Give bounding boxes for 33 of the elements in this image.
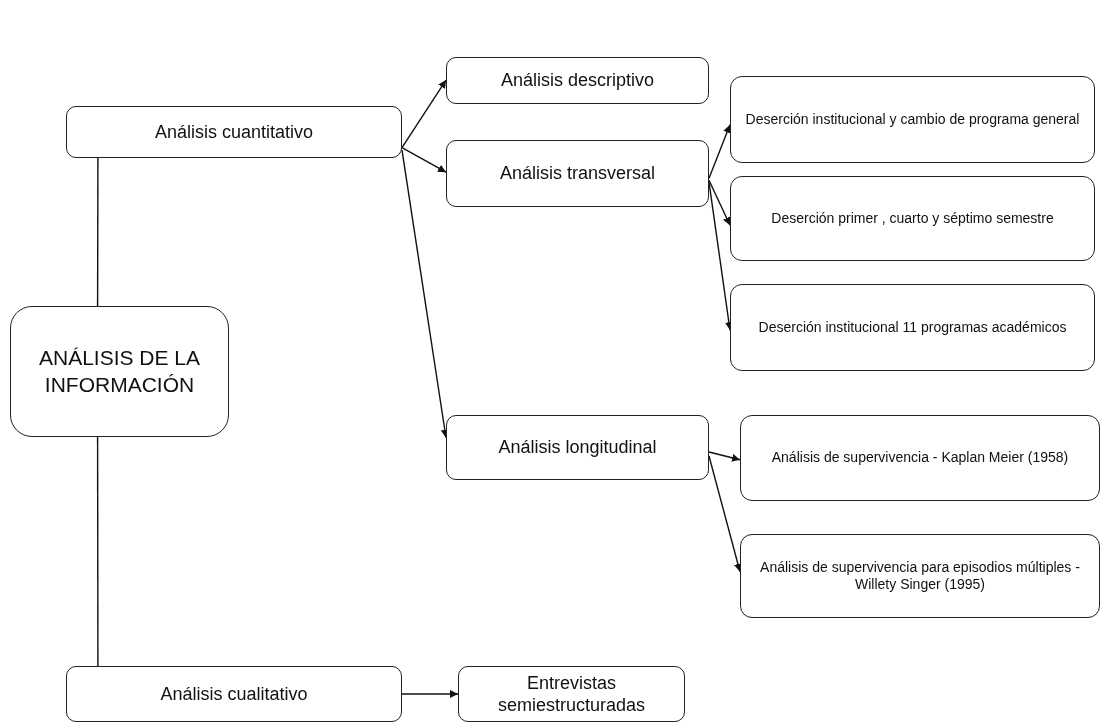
node-label: Análisis cualitativo [160,682,308,706]
rounded-box [740,415,1100,501]
rounded-box [730,176,1095,261]
node-label: Análisis longitudinal [498,436,657,459]
rounded-box [10,306,229,437]
node-label: Análisis de supervivencia - Kaplan Meier (1958) [771,449,1069,467]
arrow [708,451,741,462]
arrow [401,146,447,173]
arrow [401,79,447,149]
node-label: Análisis de supervivencia para episodios múltiples - Willety Singer (1995) [759,558,1081,594]
node-label: Deserción primer , cuarto y séptimo semestre [771,209,1054,228]
rounded-box [740,534,1100,618]
rounded-box [730,76,1095,163]
rounded-box [446,415,709,480]
node-label: Análisis cuantitativo [154,120,314,144]
node-label: Deserción institucional y cambio de programa general [745,110,1080,129]
arrow [708,124,731,179]
rounded-box [446,57,709,104]
arrow [708,455,742,573]
connector-line [96,157,99,307]
node-label: ANÁLISIS DE LA INFORMACIÓN [37,345,202,398]
node-label: Deserción institucional 11 programas académicos [758,318,1067,337]
node-label: Análisis descriptivo [500,69,655,92]
arrow [708,179,731,226]
node-label: Entrevistas semiestructuradas [496,671,647,717]
rounded-box [66,106,402,158]
rounded-box [730,284,1095,371]
rounded-box [458,666,685,722]
arrow [401,690,459,698]
rounded-box [66,666,402,722]
rounded-box [446,140,709,207]
node-label: Análisis transversal [499,162,656,185]
connector-line [96,436,99,667]
